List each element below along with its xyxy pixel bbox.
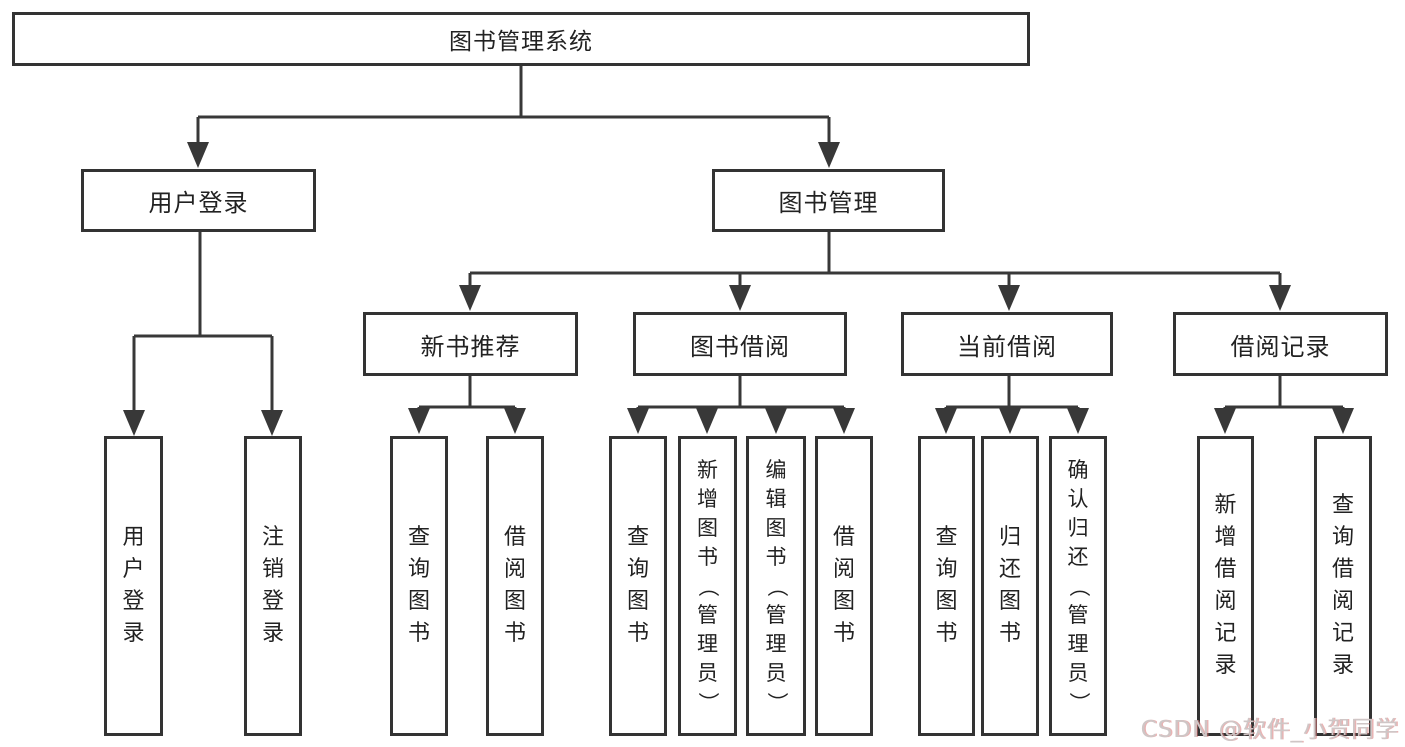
leaf-borrow-books-borrow-label: 借阅图书 bbox=[832, 525, 855, 646]
leaf-user-login-label: 用户登录 bbox=[122, 525, 145, 646]
leaf-query-books-newbook: 查询图书 bbox=[390, 436, 448, 736]
leaf-borrow-books-newbook-label: 借阅图书 bbox=[503, 525, 526, 646]
node-book-borrow-label: 图书借阅 bbox=[690, 332, 790, 361]
leaf-query-books-newbook-label: 查询图书 bbox=[407, 525, 430, 646]
leaf-confirm-return-admin: 确认归还（管理员） bbox=[1049, 436, 1107, 736]
leaf-query-books-borrow-label: 查询图书 bbox=[626, 525, 649, 646]
node-root-label: 图书管理系统 bbox=[449, 29, 593, 55]
node-user-login-label: 用户登录 bbox=[148, 189, 249, 217]
leaf-add-book-admin: 新增图书（管理员） bbox=[678, 436, 737, 736]
leaf-logout-label: 注销登录 bbox=[261, 525, 284, 646]
leaf-return-books: 归还图书 bbox=[981, 436, 1039, 736]
leaf-borrow-books-borrow: 借阅图书 bbox=[815, 436, 873, 736]
leaf-confirm-return-admin-label: 确认归还（管理员） bbox=[1066, 457, 1091, 713]
csdn-watermark: CSDN @软件_小贺同学 bbox=[1140, 717, 1399, 743]
node-book-management: 图书管理 bbox=[712, 169, 945, 232]
leaf-query-books-borrow: 查询图书 bbox=[609, 436, 667, 736]
leaf-query-borrow-record: 查询借阅记录 bbox=[1314, 436, 1372, 736]
node-current-borrow: 当前借阅 bbox=[901, 312, 1113, 376]
leaf-user-login: 用户登录 bbox=[104, 436, 163, 736]
node-borrow-records-label: 借阅记录 bbox=[1230, 332, 1331, 361]
node-new-book-recommend: 新书推荐 bbox=[363, 312, 578, 376]
leaf-add-book-admin-label: 新增图书（管理员） bbox=[696, 457, 720, 713]
node-book-borrow: 图书借阅 bbox=[633, 312, 847, 376]
leaf-query-books-current-label: 查询图书 bbox=[935, 525, 958, 646]
leaf-borrow-books-newbook: 借阅图书 bbox=[486, 436, 544, 736]
leaf-logout: 注销登录 bbox=[244, 436, 302, 736]
node-user-login: 用户登录 bbox=[81, 169, 316, 232]
leaf-return-books-label: 归还图书 bbox=[998, 525, 1021, 646]
leaf-query-borrow-record-label: 查询借阅记录 bbox=[1331, 493, 1354, 678]
leaf-query-books-current: 查询图书 bbox=[918, 436, 975, 736]
node-current-borrow-label: 当前借阅 bbox=[957, 332, 1057, 361]
node-borrow-records: 借阅记录 bbox=[1173, 312, 1388, 376]
leaf-add-borrow-record-label: 新增借阅记录 bbox=[1214, 493, 1237, 678]
arrowheads bbox=[123, 142, 1354, 436]
node-root: 图书管理系统 bbox=[12, 12, 1030, 66]
node-book-management-label: 图书管理 bbox=[778, 189, 879, 217]
leaf-edit-book-admin: 编辑图书（管理员） bbox=[746, 436, 806, 736]
node-new-book-recommend-label: 新书推荐 bbox=[420, 332, 521, 361]
leaf-edit-book-admin-label: 编辑图书（管理员） bbox=[764, 457, 789, 713]
leaf-add-borrow-record: 新增借阅记录 bbox=[1197, 436, 1254, 736]
